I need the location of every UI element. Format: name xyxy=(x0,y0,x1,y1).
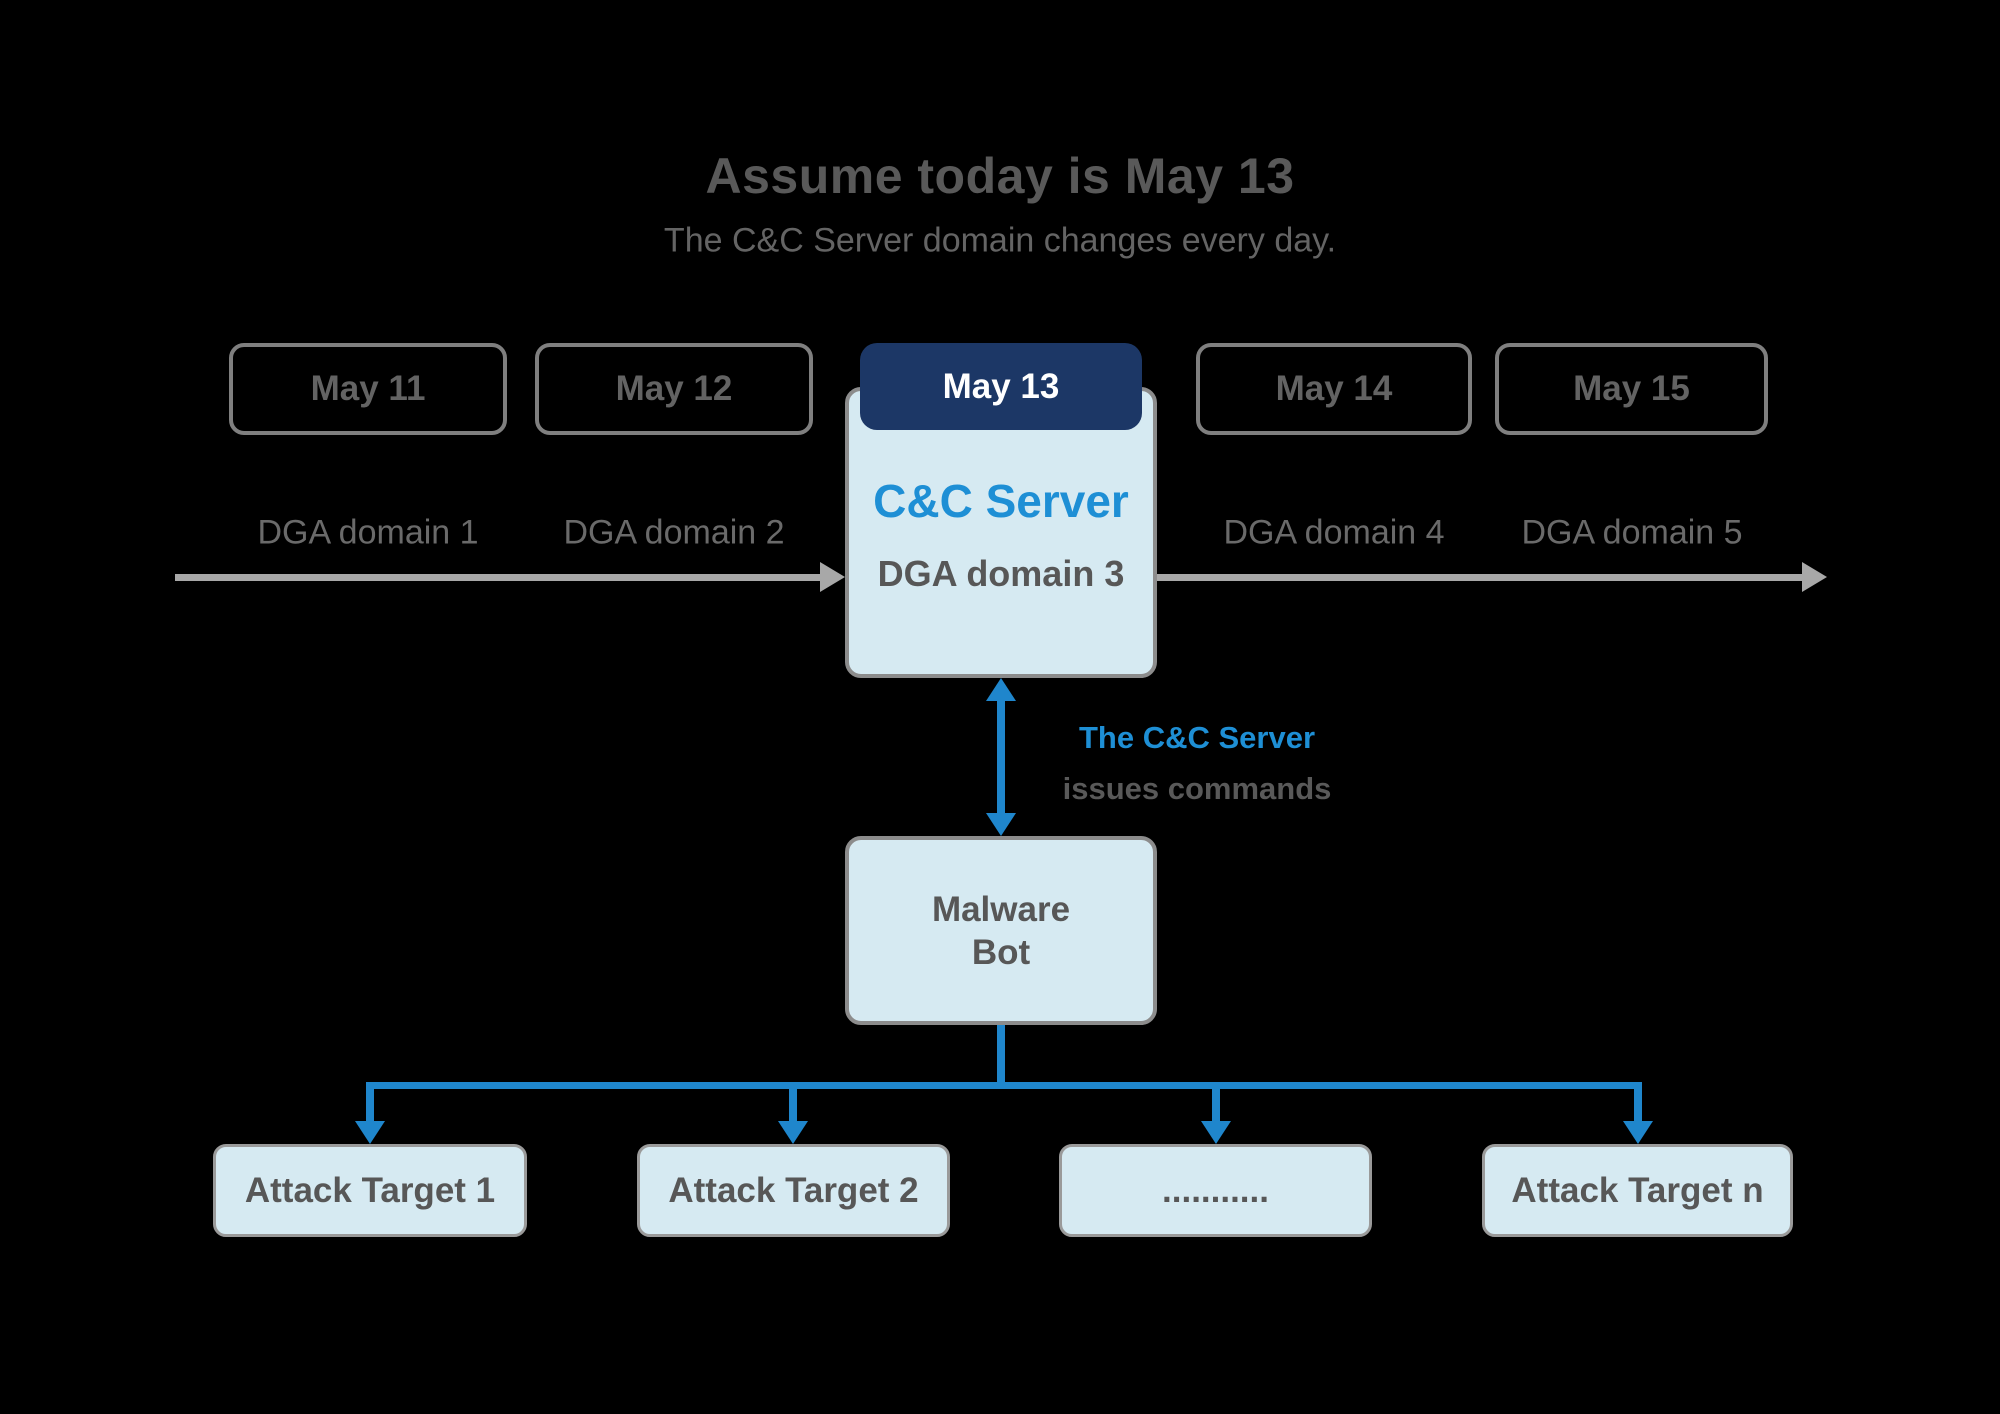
branch-stem-4 xyxy=(1634,1085,1642,1123)
diagram-subtitle: The C&C Server domain changes every day. xyxy=(663,221,1337,260)
cnc-server-domain: DGA domain 3 xyxy=(877,553,1125,594)
attack-target-label: Attack Target n xyxy=(1511,1170,1764,1210)
date-box-may-11: May 11 xyxy=(229,343,507,435)
diagram-title: Assume today is May 13 xyxy=(705,148,1295,204)
attack-target-ellipsis-box: ........... xyxy=(1059,1144,1372,1237)
command-arrow-down-icon xyxy=(986,813,1016,836)
cnc-server-title: C&C Server xyxy=(873,475,1129,527)
malware-bot-label-line1: Malware xyxy=(931,889,1071,929)
date-label: May 12 xyxy=(615,369,733,408)
distribution-horizontal-line xyxy=(366,1082,1642,1089)
dga-domain-1-label: DGA domain 1 xyxy=(257,513,479,552)
date-box-may-12: May 12 xyxy=(535,343,813,435)
date-label: May 15 xyxy=(1573,369,1690,408)
dga-domain-5-label: DGA domain 5 xyxy=(1521,513,1743,552)
date-box-may-15: May 15 xyxy=(1495,343,1768,435)
date-label: May 14 xyxy=(1275,369,1393,408)
branch-arrowhead-1-icon xyxy=(355,1121,385,1144)
attack-target-2-box: Attack Target 2 xyxy=(637,1144,950,1237)
malware-bot-box: Malware Bot xyxy=(845,836,1157,1025)
date-label: May 13 xyxy=(942,366,1060,406)
distribution-trunk-line xyxy=(997,1025,1005,1089)
branch-arrowhead-4-icon xyxy=(1623,1121,1653,1144)
date-label: May 11 xyxy=(310,369,426,408)
branch-stem-1 xyxy=(366,1085,374,1123)
branch-arrowhead-3-icon xyxy=(1201,1121,1231,1144)
command-arrow-line xyxy=(997,699,1005,815)
branch-arrowhead-2-icon xyxy=(778,1121,808,1144)
malware-bot-label-line2: Bot xyxy=(971,932,1031,972)
attack-target-label: ........... xyxy=(1162,1170,1269,1210)
attack-target-n-box: Attack Target n xyxy=(1482,1144,1793,1237)
attack-target-label: Attack Target 2 xyxy=(668,1170,919,1210)
command-annotation-line2: issues commands xyxy=(1062,771,1332,806)
cnc-server-box xyxy=(845,387,1157,678)
timeline-arrowhead-right-icon xyxy=(1802,562,1827,592)
timeline-line-right xyxy=(1157,574,1803,581)
attack-target-1-box: Attack Target 1 xyxy=(213,1144,527,1237)
dga-domain-2-label: DGA domain 2 xyxy=(563,513,785,552)
branch-stem-3 xyxy=(1212,1085,1220,1123)
date-box-may-13-highlighted: May 13 xyxy=(860,343,1142,430)
dga-domain-4-label: DGA domain 4 xyxy=(1223,513,1445,552)
timeline-line-left xyxy=(175,574,821,581)
timeline-arrowhead-left-icon xyxy=(820,562,845,592)
command-arrow-up-icon xyxy=(986,678,1016,701)
attack-target-label: Attack Target 1 xyxy=(244,1170,496,1210)
command-annotation-line1: The C&C Server xyxy=(1078,720,1316,755)
date-box-may-14: May 14 xyxy=(1196,343,1472,435)
branch-stem-2 xyxy=(789,1085,797,1123)
